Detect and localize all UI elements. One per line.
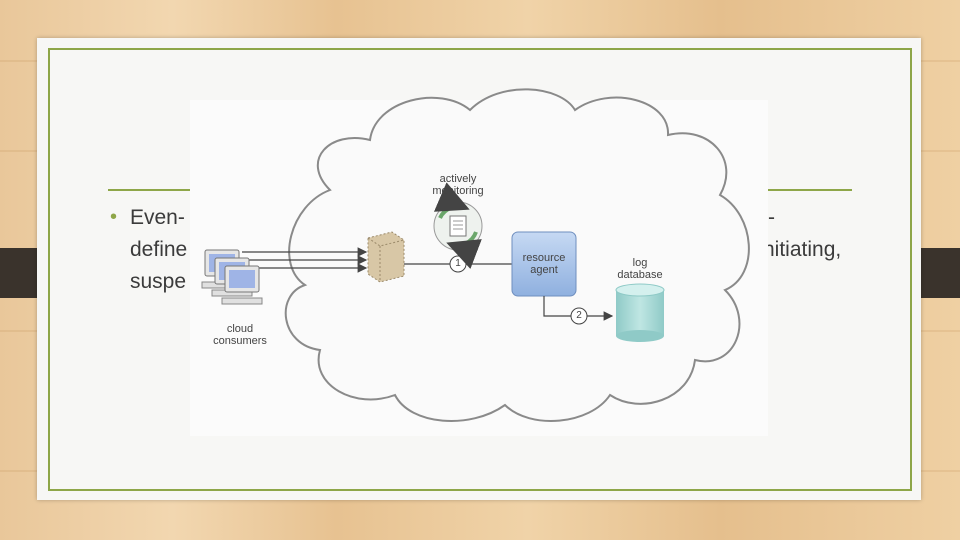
cloud-service-box-icon [367,231,405,283]
agent-label: resource agent [522,252,566,276]
bullet-line3-start: suspe [130,270,187,293]
slide-frame [48,48,912,491]
database-icon [615,283,665,342]
consumer-arrows [242,247,368,273]
title-rule-right [764,189,852,191]
bullet-line2-end: nitiating, [763,238,842,261]
bullet-dot: • [110,206,118,228]
computer-icon [201,249,263,305]
title-rule-left [108,189,204,191]
step-1-label: 1 [455,258,461,269]
consumers-label: cloud consumers [213,323,267,347]
flow-line-2 [543,296,614,321]
bullet-line1-end: - [768,206,775,229]
step-2-badge [570,307,588,325]
bullet-line1-start: Even- [130,206,185,229]
monitoring-label: actively monitoring [432,173,484,197]
database-label: log database [617,257,663,281]
monitoring-cycle-icon [433,182,483,269]
bullet-line2-start: define [130,238,188,261]
step-2-label: 2 [576,310,582,321]
